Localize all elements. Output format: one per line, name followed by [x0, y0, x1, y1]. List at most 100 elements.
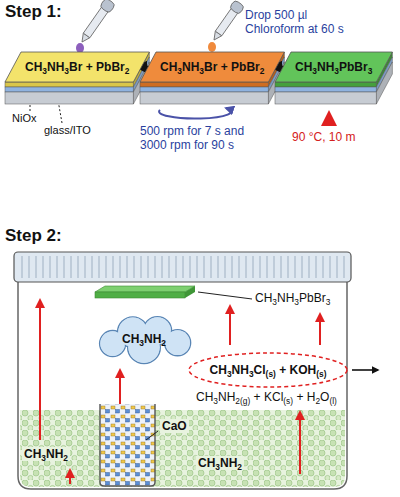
film [95, 286, 195, 292]
formula-part: 3 [213, 396, 218, 406]
granules [20, 410, 345, 487]
formula-part: 3 [294, 297, 299, 307]
drop [208, 42, 216, 52]
formula-part: 2 [161, 337, 166, 347]
jar-lid [14, 252, 351, 282]
niox-layer [140, 87, 268, 92]
node-text: CH3NH2 [122, 332, 166, 346]
glass-ito-layer [140, 92, 268, 104]
formula-part: 2 [63, 453, 68, 463]
perovskite-film: CH3NH3PbBr3 [275, 52, 392, 82]
formula-part: 2 [237, 462, 242, 472]
step-heading: Step 1: [5, 2, 62, 22]
pipette [209, 0, 245, 43]
formula-part: NH [182, 60, 199, 74]
formula-part: 3 [272, 297, 277, 307]
process-note: 90 °C, 10 m [292, 130, 356, 144]
formula-part: PbBr [299, 291, 326, 305]
formula-part: CH [210, 363, 227, 377]
formula-part: CH [198, 456, 215, 470]
formula-part: NH [232, 363, 249, 377]
formula-part: Br + PbBr [204, 60, 260, 74]
precursor-film: CH3NH3Br + PbBr2 [5, 52, 149, 82]
film-layer [5, 82, 133, 87]
formula-part: + KCl [250, 390, 283, 404]
formula-part: 2 [260, 65, 265, 75]
gas-cloud: CH3NH2 [88, 316, 200, 362]
gas-label: CH3NH2 [22, 447, 70, 461]
formula-part: Cl [254, 363, 266, 377]
formula-part: (s) [283, 396, 293, 406]
leader-line [146, 431, 158, 440]
drop [76, 43, 84, 53]
node-text: CH3NH3Br + PbBr2 [25, 60, 129, 74]
formula-part: 3 [42, 65, 47, 75]
rotation-arrow [159, 108, 231, 119]
node-text: CH3NH3Cl(s) + KOH(s) [210, 363, 327, 377]
material-label: CaO [160, 419, 189, 433]
process-note: Drop 500 µl Chloroform at 60 s [245, 8, 363, 37]
formula-part: NH [220, 456, 237, 470]
formula-part: PbBr [339, 60, 368, 74]
formula-part: NH [144, 332, 161, 346]
node-text: CH3NH3PbBr3 [295, 60, 372, 74]
film-layer [275, 82, 376, 87]
jar-body [18, 282, 347, 489]
layer-label: glass/ITO [44, 124, 91, 137]
formula-part: CH [24, 447, 41, 461]
reaction-arrow [352, 369, 378, 371]
formula-part: CH [295, 60, 312, 74]
film [185, 286, 195, 298]
formula-part: CH [25, 60, 42, 74]
formula-part: 3 [199, 65, 204, 75]
glass-ito-layer [5, 92, 133, 104]
formula-part: CH [160, 60, 177, 74]
formula-part: 3 [227, 368, 232, 378]
formula-part: 3 [368, 65, 373, 75]
formula-part: CH [255, 291, 272, 305]
formula-part: NH [47, 60, 64, 74]
formula-part: NH [46, 447, 63, 461]
gas-label: CH3NH2 [196, 456, 244, 470]
formula-part: 3 [249, 368, 254, 378]
formula-part: 3 [334, 65, 339, 75]
vapour-arrows [40, 300, 320, 484]
formula-part: (l) [329, 396, 336, 406]
formula-part: NH [277, 291, 294, 305]
formula-part: 3 [64, 65, 69, 75]
step-heading: Step 2: [5, 226, 62, 246]
node-text: CH3NH3Br + PbBr2 [160, 60, 264, 74]
layer-label: NiOx [12, 112, 36, 125]
formula-part: + H [293, 390, 315, 404]
formula-part: (s) [266, 368, 276, 378]
formula-part: 3 [215, 462, 220, 472]
product-formula: CH3NH2(g) + KCl(s) + H2O(l) [194, 390, 339, 404]
formula-part: 3 [139, 337, 144, 347]
lid-ridges [22, 256, 344, 278]
formula-part: CH [196, 390, 213, 404]
precursor-film: CH3NH3Br + PbBr2 [140, 52, 284, 82]
formula-part: 3 [326, 297, 331, 307]
glass-ito-layer [275, 92, 376, 104]
leader-line [198, 292, 252, 299]
beaker [100, 404, 155, 486]
film [95, 292, 185, 298]
formula-part: O [320, 390, 329, 404]
heat-symbol [321, 110, 337, 126]
formula-part: Br + PbBr [69, 60, 125, 74]
formula-part: 3 [41, 453, 46, 463]
formula-part: NH [317, 60, 334, 74]
formula-part: 2 [125, 65, 130, 75]
formula-part: (g) [240, 396, 250, 406]
formula-part: 3 [177, 65, 182, 75]
formula-part: + KOH [276, 363, 316, 377]
formula-part: 2 [315, 396, 320, 406]
formula-part: CH [122, 332, 139, 346]
film-label: CH3NH3PbBr3 [255, 291, 330, 305]
reactant-ellipse: CH3NH3Cl(s) + KOH(s) [188, 352, 348, 388]
formula-part: 2 [235, 396, 240, 406]
niox-layer [5, 87, 133, 92]
formula-part: 3 [312, 65, 317, 75]
process-note: 500 rpm for 7 s and 3000 rpm for 90 s [140, 124, 256, 153]
formula-part: (s) [316, 368, 326, 378]
